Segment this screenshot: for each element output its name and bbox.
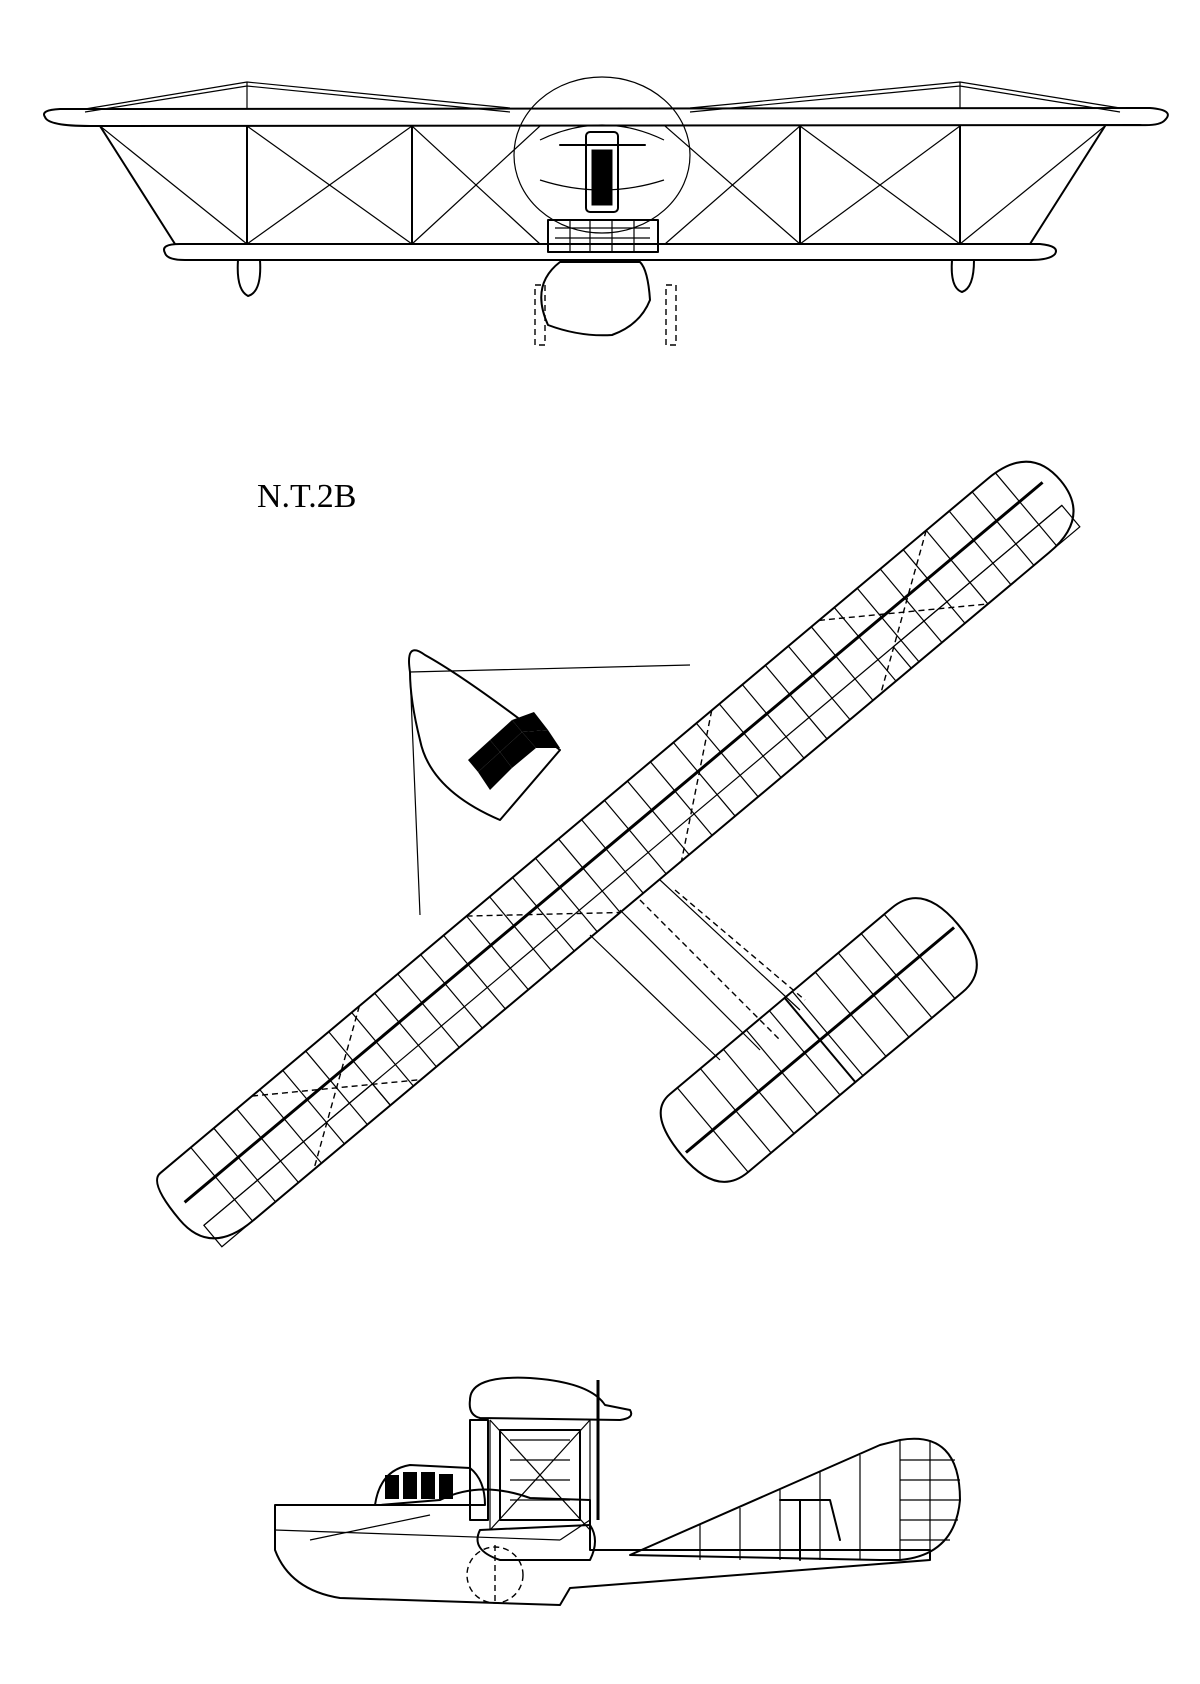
upper-wing-rigging — [84, 81, 1121, 113]
plan-view — [156, 460, 1081, 1248]
wingtip-float-left — [236, 259, 262, 297]
front-view — [43, 76, 1169, 346]
tailplane-plan — [659, 897, 978, 1183]
main-wing-plan — [156, 460, 1075, 1240]
engine-side — [499, 1429, 581, 1521]
lower-wing-side — [476, 1524, 596, 1561]
upper-wing-side — [468, 1376, 633, 1421]
lower-wing — [163, 243, 1057, 261]
beaching-gear-right — [665, 284, 677, 346]
bracing-wires — [99, 125, 1106, 245]
hull-front — [540, 261, 651, 337]
interplane-struts — [99, 125, 1106, 245]
upper-wing — [43, 107, 1169, 127]
hull-plan — [408, 649, 561, 821]
propeller-disc — [513, 76, 691, 234]
aileron-left — [203, 1083, 392, 1248]
engine-nacelle — [585, 131, 619, 213]
cockpit-windows-plan — [468, 712, 560, 790]
wingtip-float-right — [950, 259, 975, 293]
aileron-right — [892, 504, 1081, 670]
beaching-gear-left — [534, 284, 546, 346]
wing-ribs — [190, 472, 1058, 1222]
side-view — [274, 1376, 961, 1606]
tail-booms — [589, 879, 801, 1061]
cabin-front — [547, 219, 659, 253]
aircraft-designation-label: N.T.2B — [257, 478, 357, 515]
